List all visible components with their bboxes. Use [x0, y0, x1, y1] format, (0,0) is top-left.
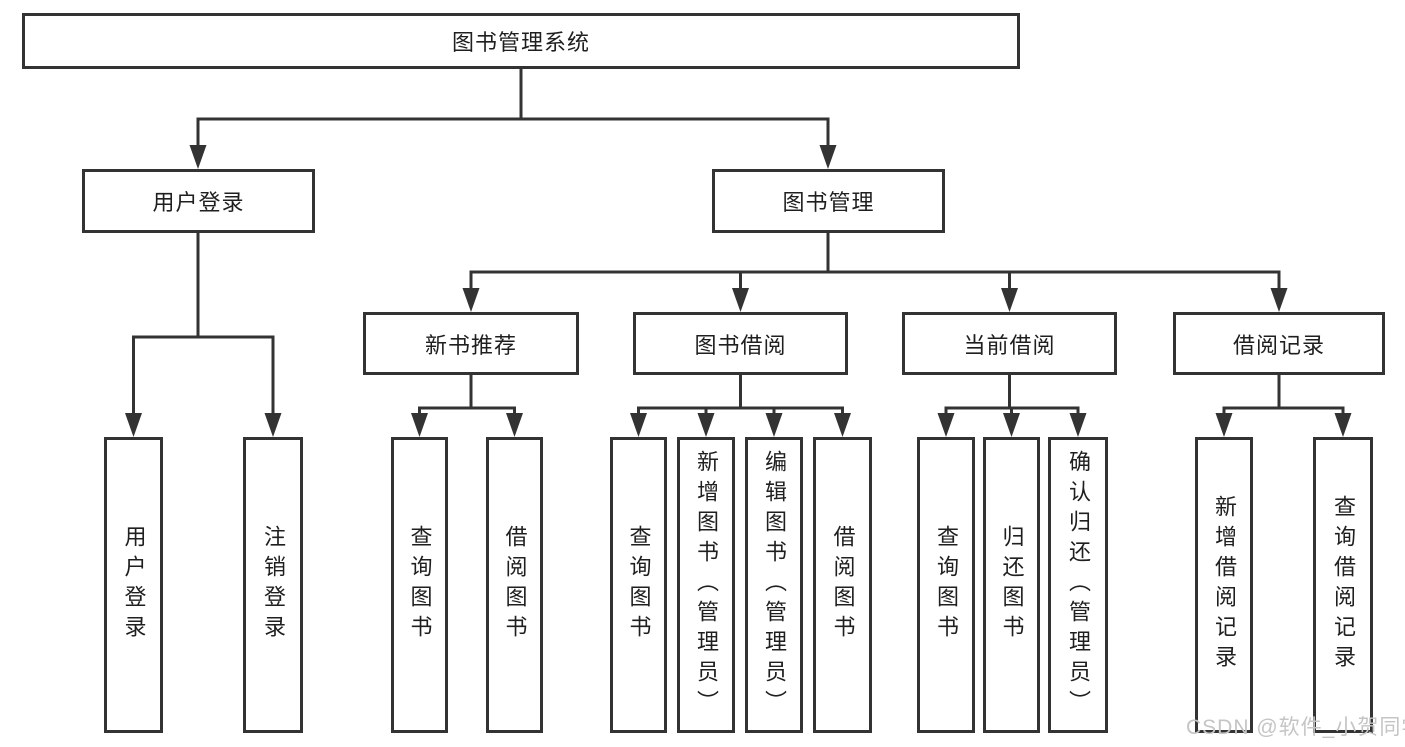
- arrowhead-new-book-recommend: [462, 288, 480, 312]
- arrowhead-borrow-books-1: [506, 413, 523, 437]
- node-book-management: 图书管理: [712, 169, 945, 233]
- arrowhead-query-books-1: [411, 413, 428, 437]
- arrowhead-book-borrow: [732, 288, 749, 312]
- connector-book-borrow-children: [637, 375, 844, 416]
- node-new-book-recommend-label: 新书推荐: [424, 332, 517, 358]
- leaf-query-borrow-record: 查询借阅记录: [1313, 437, 1373, 733]
- arrowhead-return-books: [1003, 413, 1020, 437]
- arrowhead-query-borrow-record: [1334, 413, 1352, 437]
- arrowhead-add-borrow-record: [1215, 413, 1233, 437]
- node-book-borrow: 图书借阅: [633, 312, 848, 375]
- leaf-borrow-books-2-label: 借阅图书: [830, 525, 856, 645]
- leaf-logout: 注销登录: [243, 437, 303, 733]
- leaf-query-books-1: 查询图书: [391, 437, 448, 733]
- arrowhead-edit-books: [765, 413, 783, 437]
- leaf-edit-books-admin-label: 编辑图书（管理员）: [762, 450, 787, 720]
- leaf-add-borrow-record: 新增借阅记录: [1195, 437, 1253, 733]
- node-borrow-records: 借阅记录: [1173, 312, 1385, 375]
- connector-current-borrow-children: [944, 375, 1080, 416]
- leaf-add-borrow-record-label: 新增借阅记录: [1212, 495, 1237, 675]
- arrowhead-query-books-3: [937, 413, 955, 437]
- leaf-query-books-3-label: 查询图书: [934, 525, 959, 645]
- node-current-borrow-label: 当前借阅: [963, 332, 1056, 358]
- arrowhead-query-books-2: [630, 413, 647, 437]
- arrowhead-confirm-return: [1069, 413, 1087, 437]
- node-book-management-label: 图书管理: [782, 190, 875, 215]
- node-current-borrow: 当前借阅: [902, 312, 1117, 375]
- leaf-confirm-return-admin-label: 确认归还（管理员）: [1066, 450, 1091, 720]
- arrowhead-borrow-books-2: [834, 413, 851, 437]
- leaf-confirm-return-admin: 确认归还（管理员）: [1048, 437, 1108, 733]
- node-user-login-label: 用户登录: [152, 190, 245, 215]
- leaf-add-books-admin-label: 新增图书（管理员）: [694, 450, 719, 720]
- leaf-query-borrow-record-label: 查询借阅记录: [1331, 495, 1356, 675]
- node-borrow-records-label: 借阅记录: [1232, 332, 1325, 358]
- csdn-watermark: CSDN @软件_小贺同学: [1186, 716, 1405, 739]
- arrowhead-book-management: [819, 145, 837, 169]
- leaf-logout-label: 注销登录: [261, 525, 286, 645]
- connector-user-login-children: [132, 233, 275, 416]
- arrowhead-borrow-records: [1270, 288, 1288, 312]
- node-user-login: 用户登录: [82, 169, 315, 233]
- connector-borrow-records-children: [1222, 375, 1345, 416]
- arrowhead-leaf-logout: [264, 413, 282, 437]
- leaf-query-books-1-label: 查询图书: [407, 525, 433, 645]
- node-new-book-recommend: 新书推荐: [363, 312, 579, 375]
- leaf-query-books-2-label: 查询图书: [626, 525, 652, 645]
- leaf-return-books: 归还图书: [983, 437, 1040, 733]
- leaf-borrow-books-1-label: 借阅图书: [502, 525, 528, 645]
- leaf-user-login: 用户登录: [104, 437, 163, 733]
- node-root: 图书管理系统: [22, 13, 1020, 69]
- arrowhead-leaf-user-login: [125, 413, 142, 437]
- leaf-borrow-books-2: 借阅图书: [813, 437, 872, 733]
- arrowhead-add-books: [697, 413, 715, 437]
- arrowhead-user-login: [189, 145, 207, 169]
- leaf-borrow-books-1: 借阅图书: [486, 437, 543, 733]
- node-book-borrow-label: 图书借阅: [694, 332, 787, 358]
- node-root-label: 图书管理系统: [451, 30, 590, 55]
- connector-new-book-recommend-children: [418, 375, 516, 416]
- leaf-user-login-label: 用户登录: [121, 525, 147, 645]
- connector-book-management-children: [469, 233, 1281, 290]
- leaf-query-books-3: 查询图书: [917, 437, 975, 733]
- connector-root-to-level2: [196, 69, 830, 146]
- leaf-query-books-2: 查询图书: [610, 437, 667, 733]
- leaf-add-books-admin: 新增图书（管理员）: [677, 437, 735, 733]
- leaf-edit-books-admin: 编辑图书（管理员）: [745, 437, 803, 733]
- arrowhead-current-borrow: [1001, 288, 1018, 312]
- leaf-return-books-label: 归还图书: [999, 525, 1025, 645]
